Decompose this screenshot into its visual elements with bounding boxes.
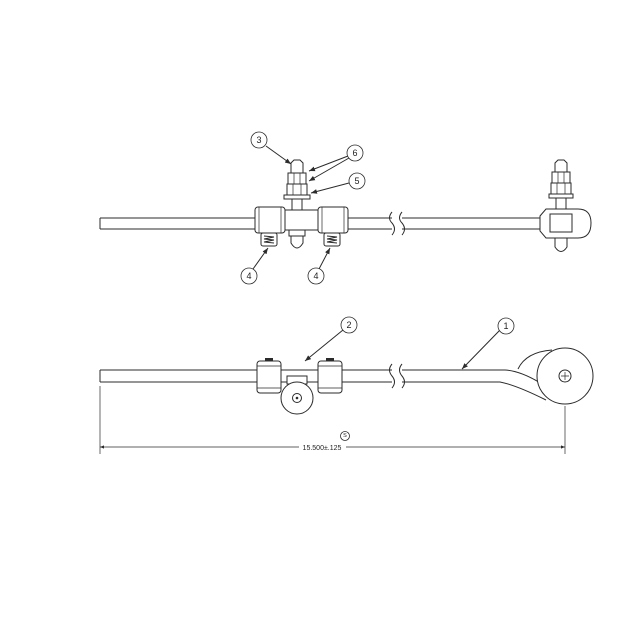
center-stud-threaded-end — [290, 159, 304, 174]
balloon-item-1 — [497, 317, 515, 335]
characteristic-symbol-circle — [340, 431, 350, 441]
plan-view: 2 1 15.500±.125 S — [99, 316, 594, 454]
balloon-item-2-label: 2 — [346, 320, 351, 330]
leader-item-4-right — [318, 247, 331, 270]
eye-fork-slot — [549, 213, 573, 233]
eye-stud-stem — [555, 197, 567, 210]
eye-bottom-nipple — [554, 237, 568, 252]
plan-left-clamp-nut — [265, 358, 273, 361]
eye-stud-threaded-end — [554, 159, 568, 173]
dimension-value: 15.500±.125 — [303, 445, 342, 452]
leader-item-6-upper — [308, 155, 349, 172]
rod-right-segment — [402, 217, 542, 230]
eye-stud-upper-nut — [551, 171, 571, 184]
balloon-item-6 — [346, 144, 364, 162]
balloon-item-2 — [340, 316, 358, 334]
center-stud-stem — [291, 197, 303, 211]
center-stud-lower-nut-faces — [292, 184, 302, 195]
center-stud-upper-nut-faces — [293, 173, 301, 184]
leader-item-5 — [310, 182, 350, 194]
left-clamp-spring — [263, 235, 275, 244]
plan-break-line-right — [399, 363, 405, 389]
leader-item-4-left — [252, 247, 269, 270]
balloon-item-3 — [250, 131, 268, 149]
balloon-item-5 — [348, 172, 366, 190]
center-stud-washer — [283, 194, 311, 200]
plan-right-clamp-bands — [318, 365, 342, 389]
clamp-tee-assembly-plan — [256, 358, 343, 415]
center-stud-lower-nut — [286, 183, 308, 196]
plan-callouts: 2 1 — [304, 316, 515, 370]
balloon-item-4-left — [240, 267, 258, 285]
eye-stud-lower-nut — [550, 182, 572, 195]
tee-pipe-body — [283, 209, 320, 231]
eye-stud-lower-nut-faces — [556, 183, 566, 194]
plan-break-line-left — [389, 363, 395, 389]
plan-tee-outlet-center — [295, 396, 299, 400]
break-line-left — [389, 211, 395, 236]
balloon-item-3-label: 3 — [256, 135, 261, 145]
clamp-tee-assembly-elevation — [254, 159, 349, 249]
plan-right-clamp-nut — [326, 358, 334, 361]
balloon-item-4-right — [307, 267, 325, 285]
right-clamp-body — [317, 206, 349, 234]
leader-item-3 — [265, 145, 292, 165]
characteristic-symbol-label: S — [343, 433, 347, 439]
eye-stud-washer — [548, 193, 574, 199]
center-stud-upper-nut — [287, 172, 307, 185]
right-clamp-bands — [321, 207, 345, 233]
leader-item-2 — [304, 329, 344, 362]
eye-stud-upper-nut-faces — [557, 172, 565, 183]
overall-length-dimension: 15.500±.125 S — [99, 386, 566, 454]
rod-eye-end-elevation — [539, 159, 592, 252]
left-clamp-bands — [258, 207, 282, 233]
plan-eye-centerline — [561, 372, 569, 380]
leader-item-6-lower — [308, 157, 350, 182]
balloon-item-6-label: 6 — [352, 148, 357, 158]
elevation-view: 3 6 5 4 4 — [99, 131, 592, 285]
balloon-item-5-label: 5 — [354, 176, 359, 186]
plan-rod-hook — [517, 349, 553, 370]
tee-bottom-hex — [288, 229, 306, 237]
elevation-callouts: 3 6 5 4 4 — [240, 131, 366, 285]
plan-rod-left-segment — [99, 369, 392, 383]
balloon-item-4-left-label: 4 — [246, 271, 251, 281]
break-line-right — [399, 211, 405, 236]
balloon-item-1-label: 1 — [503, 321, 508, 331]
balloon-item-4-right-label: 4 — [313, 271, 318, 281]
leader-item-1 — [461, 329, 501, 370]
left-clamp-body — [254, 206, 286, 234]
plan-rod-through-tee — [281, 369, 318, 383]
right-clamp-spring — [326, 235, 338, 244]
plan-left-clamp-bands — [257, 365, 281, 389]
